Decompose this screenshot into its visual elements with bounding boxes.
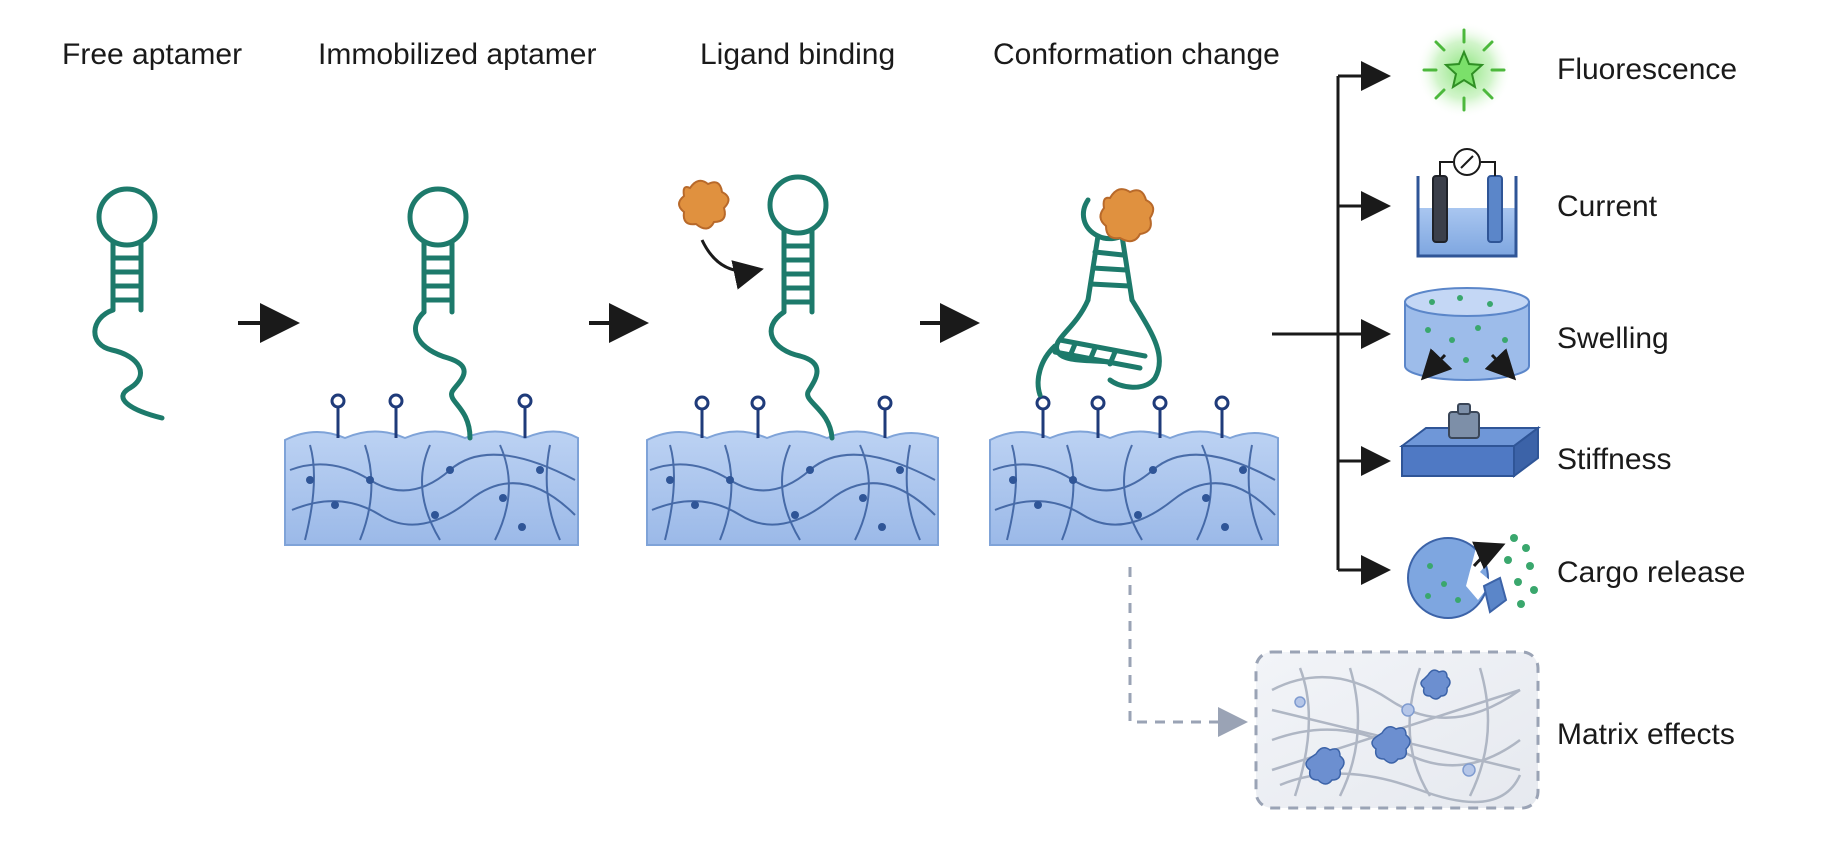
free-aptamer-icon xyxy=(92,186,165,421)
bound-ligand-icon xyxy=(1099,188,1155,243)
output-branch-connector xyxy=(1272,61,1391,585)
fluorescence-star-icon xyxy=(1416,22,1512,118)
cargo-release-capsule-icon xyxy=(1407,534,1538,619)
stage-label-conformation-change: Conformation change xyxy=(993,38,1280,71)
binding-arrow xyxy=(700,239,764,290)
electrochemical-cell-icon xyxy=(1416,148,1518,258)
stage-label-ligand-binding: Ligand binding xyxy=(700,38,896,71)
output-label-fluorescence: Fluorescence xyxy=(1557,53,1738,86)
hydrogel-block-conformation xyxy=(989,395,1279,546)
hydrogel-block-immobilized xyxy=(284,393,579,546)
ligand-molecule-icon xyxy=(678,179,730,230)
immobilized-aptamer-icon xyxy=(407,186,473,441)
matrix-effects-dashed-arrow xyxy=(1128,567,1248,737)
folded-aptamer-icon xyxy=(1035,197,1162,398)
matrix-network-icon xyxy=(1254,650,1540,810)
output-label-cargo-release: Cargo release xyxy=(1557,556,1746,589)
output-label-swelling: Swelling xyxy=(1557,322,1669,355)
stage-label-immobilized-aptamer: Immobilized aptamer xyxy=(318,38,597,71)
output-label-stiffness: Stiffness xyxy=(1557,443,1672,476)
output-label-matrix-effects: Matrix effects xyxy=(1557,718,1735,751)
weight-on-block-icon xyxy=(1399,403,1541,478)
output-label-current: Current xyxy=(1557,190,1658,223)
hydrogel-block-binding xyxy=(646,395,939,546)
stage-label-free-aptamer: Free aptamer xyxy=(62,38,243,71)
binding-aptamer-icon xyxy=(767,174,835,441)
swelling-hydrogel-icon xyxy=(1404,287,1530,381)
